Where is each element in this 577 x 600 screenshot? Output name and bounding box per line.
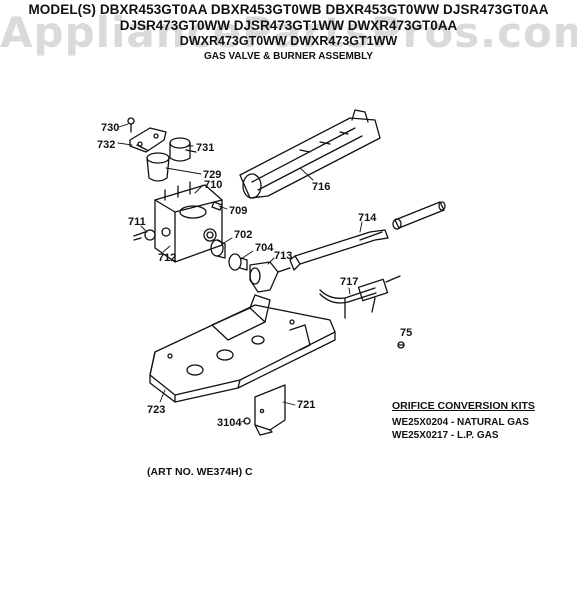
callout-723: 723 bbox=[147, 404, 165, 416]
part-717-igniter[interactable] bbox=[319, 275, 401, 319]
callout-731: 731 bbox=[196, 142, 214, 154]
part-730-screw[interactable] bbox=[127, 117, 135, 133]
orifice-kit-lp-gas: WE25X0217 - L.P. GAS bbox=[392, 430, 499, 441]
part-702-fitting[interactable] bbox=[210, 239, 226, 259]
diagram-title: GAS VALVE & BURNER ASSEMBLY bbox=[204, 51, 373, 62]
callout-711: 711 bbox=[128, 216, 146, 228]
callout-729: 729 bbox=[203, 169, 221, 181]
part-723-mounting-bracket[interactable] bbox=[149, 294, 336, 403]
orifice-kit-natural-gas: WE25X0204 - NATURAL GAS bbox=[392, 417, 529, 428]
callout-leaders bbox=[117, 123, 363, 423]
callout-714: 714 bbox=[358, 212, 377, 224]
callout-712: 712 bbox=[158, 252, 176, 264]
part-711-bushing[interactable] bbox=[133, 229, 156, 241]
model-list-line-3: DWXR473GT0WW DWXR473GT1WW bbox=[179, 34, 398, 48]
callout-721: 721 bbox=[297, 399, 315, 411]
callout-713: 713 bbox=[274, 250, 292, 262]
callout-702: 702 bbox=[234, 229, 252, 241]
part-75-screw[interactable] bbox=[397, 341, 405, 349]
art-number: (ART NO. WE374H) C bbox=[147, 466, 253, 478]
callout-717: 717 bbox=[340, 276, 358, 288]
part-721-heat-shield[interactable] bbox=[254, 384, 286, 436]
model-list-line-1: MODEL(S) DBXR453GT0AA DBXR453GT0WB DBXR4… bbox=[28, 2, 549, 17]
callout-3104: 3104 bbox=[217, 417, 242, 429]
callout-704: 704 bbox=[255, 242, 274, 254]
part-732-bracket[interactable] bbox=[129, 127, 167, 153]
callout-709: 709 bbox=[229, 205, 247, 217]
orifice-conversion-kits: ORIFICE CONVERSION KITS WE25X0204 - NATU… bbox=[392, 400, 535, 442]
callout-730: 730 bbox=[101, 122, 119, 134]
part-704-orifice[interactable] bbox=[228, 253, 248, 271]
callout-732: 732 bbox=[97, 139, 115, 151]
part-731-coil[interactable] bbox=[169, 137, 197, 162]
callout-75: 75 bbox=[400, 327, 412, 339]
orifice-kits-title: ORIFICE CONVERSION KITS bbox=[392, 400, 535, 412]
part-729-cap[interactable] bbox=[146, 152, 170, 182]
model-list-line-2: DJSR473GT0WW DJSR473GT1WW DWXR473GT0AA bbox=[119, 18, 458, 33]
callout-716: 716 bbox=[312, 181, 330, 193]
part-709-screw[interactable] bbox=[211, 201, 223, 211]
callout-710: 710 bbox=[204, 179, 222, 191]
part-714-tube[interactable] bbox=[289, 201, 446, 271]
part-716-burner[interactable] bbox=[239, 109, 381, 199]
part-713-elbow[interactable] bbox=[249, 261, 291, 293]
